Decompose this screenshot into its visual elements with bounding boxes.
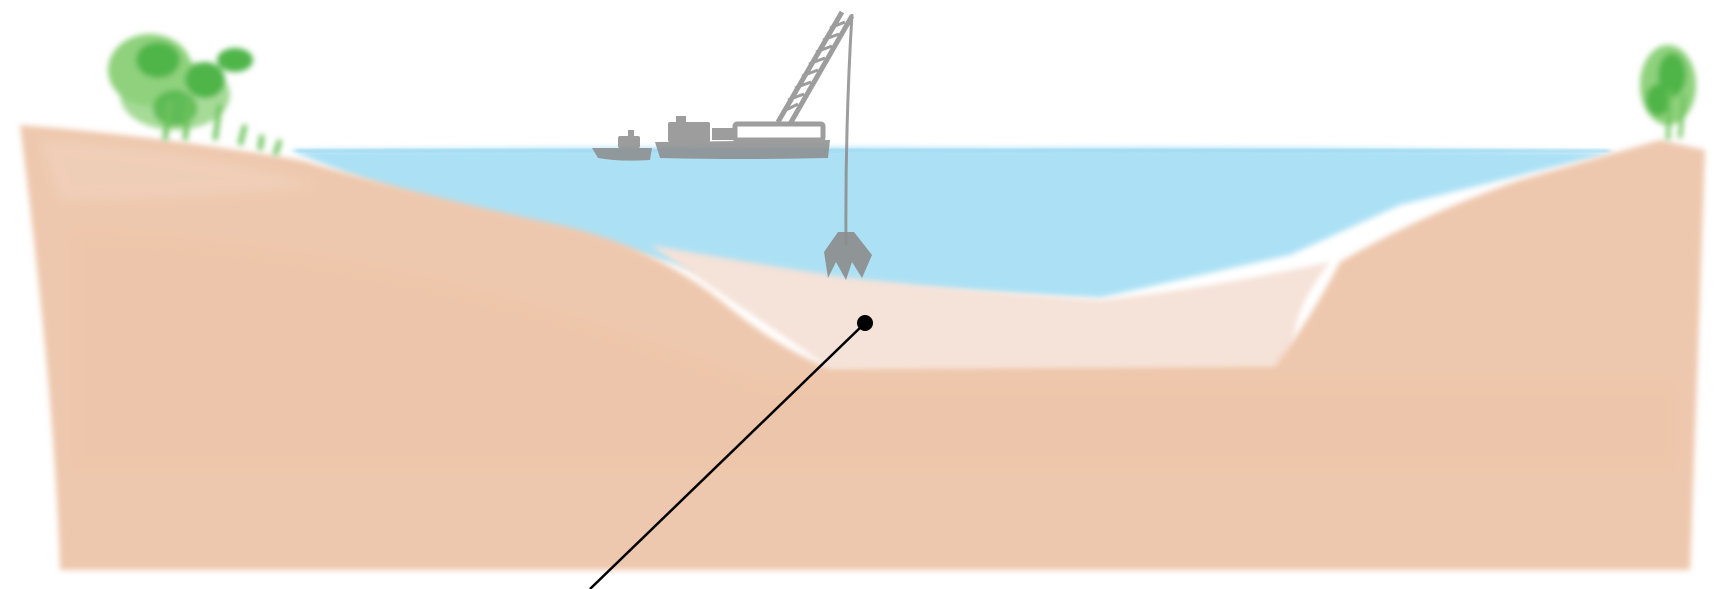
leader-marker-dot	[857, 315, 873, 331]
water-surface-line	[295, 149, 1610, 152]
tugboat-icon	[592, 130, 652, 161]
tree-icon	[1640, 45, 1696, 140]
